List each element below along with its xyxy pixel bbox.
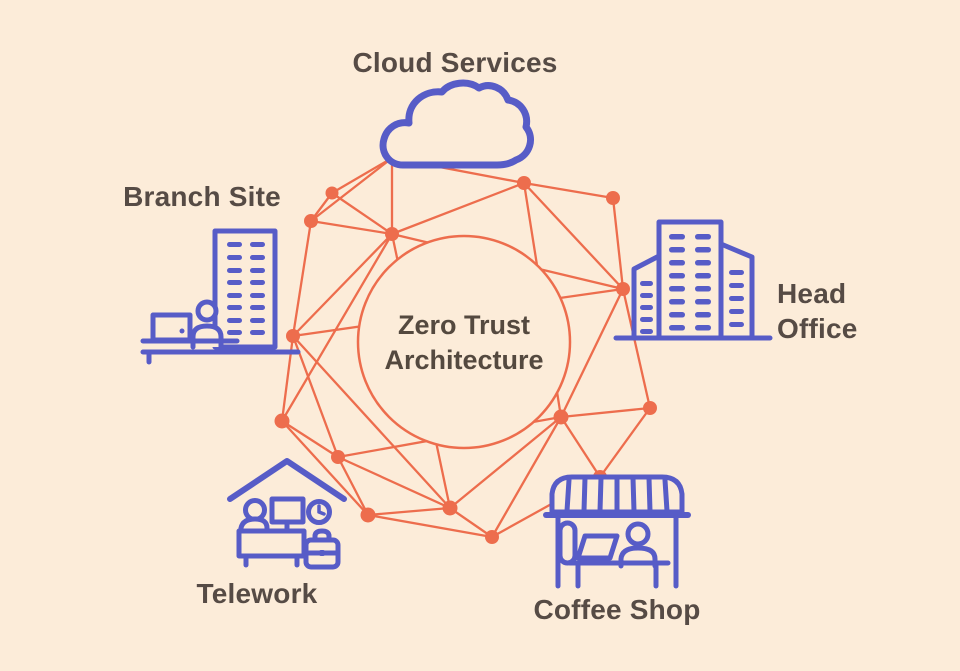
center-circle xyxy=(356,234,572,450)
teleworker-body xyxy=(238,516,270,534)
head-office-icon xyxy=(613,219,773,341)
briefcase-clasp xyxy=(319,550,325,556)
label-coffee-shop: Coffee Shop xyxy=(533,594,701,625)
briefcase-handle xyxy=(312,528,332,543)
office-windows xyxy=(640,234,744,334)
branch-building xyxy=(212,228,278,350)
house-roof xyxy=(227,458,347,502)
menu-sign xyxy=(557,520,578,566)
home-desk xyxy=(236,528,307,559)
worker-body xyxy=(190,323,224,350)
clock-hands xyxy=(317,504,326,516)
label-telework: Telework xyxy=(196,578,318,609)
monitor-icon xyxy=(269,496,306,525)
cloud-icon xyxy=(379,79,534,169)
customer-head xyxy=(625,521,651,547)
center-title: Zero Trust Architecture xyxy=(354,308,574,378)
office-center-building xyxy=(656,219,724,341)
customer-laptop xyxy=(575,533,620,561)
center-title-line2: Architecture xyxy=(384,345,544,375)
label-branch-site: Branch Site xyxy=(123,181,281,212)
branch-site-icon xyxy=(140,228,301,365)
label-cloud-services: Cloud Services xyxy=(352,47,558,78)
laptop-icon xyxy=(150,312,193,343)
awning-stripes xyxy=(564,475,670,514)
branch-building-windows xyxy=(227,242,265,335)
center-title-line1: Zero Trust xyxy=(397,310,531,340)
worker-head xyxy=(195,299,219,323)
label-head-office: Head Office xyxy=(777,278,858,344)
coffee-shop-icon xyxy=(543,474,691,589)
telework-icon xyxy=(227,458,347,570)
laptop-dot xyxy=(179,328,185,334)
cloud-shape xyxy=(379,79,534,169)
